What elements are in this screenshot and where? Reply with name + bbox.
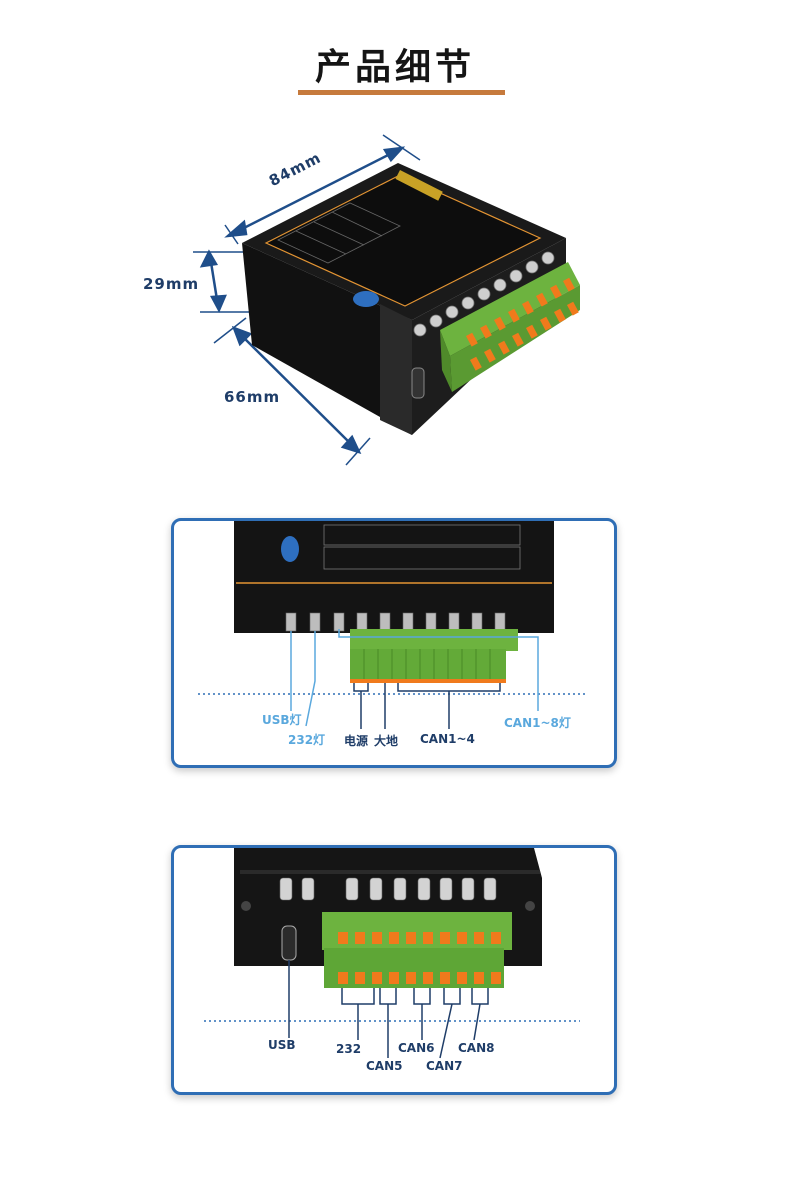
dimension-width: 66mm <box>224 388 281 406</box>
page-title: 产品细节 <box>314 47 475 88</box>
label-can7: CAN7 <box>426 1059 463 1073</box>
dimension-height: 29mm <box>143 275 200 293</box>
label-usb: USB <box>268 1038 296 1052</box>
label-can5: CAN5 <box>366 1059 403 1073</box>
top-view-illustration <box>198 521 586 729</box>
detail-panel-bottom: USB 232 CAN5 CAN6 CAN7 CAN8 <box>171 845 617 1095</box>
label-232-light: 232灯 <box>288 733 326 747</box>
label-power: 电源 <box>344 734 369 748</box>
title-underline <box>298 90 505 95</box>
label-can6: CAN6 <box>398 1041 435 1055</box>
front-view-illustration <box>204 848 580 1059</box>
label-can1-4: CAN1~4 <box>420 732 475 746</box>
product-3d-illustration <box>193 134 580 466</box>
label-232: 232 <box>336 1042 362 1056</box>
detail-panel-top: USB灯 232灯 CAN1~8灯 电源 大地 CAN1~4 <box>171 518 617 768</box>
label-can-lights: CAN1~8灯 <box>504 716 571 730</box>
label-ground: 大地 <box>374 734 399 748</box>
label-usb-light: USB灯 <box>262 713 302 727</box>
label-can8: CAN8 <box>458 1041 495 1055</box>
